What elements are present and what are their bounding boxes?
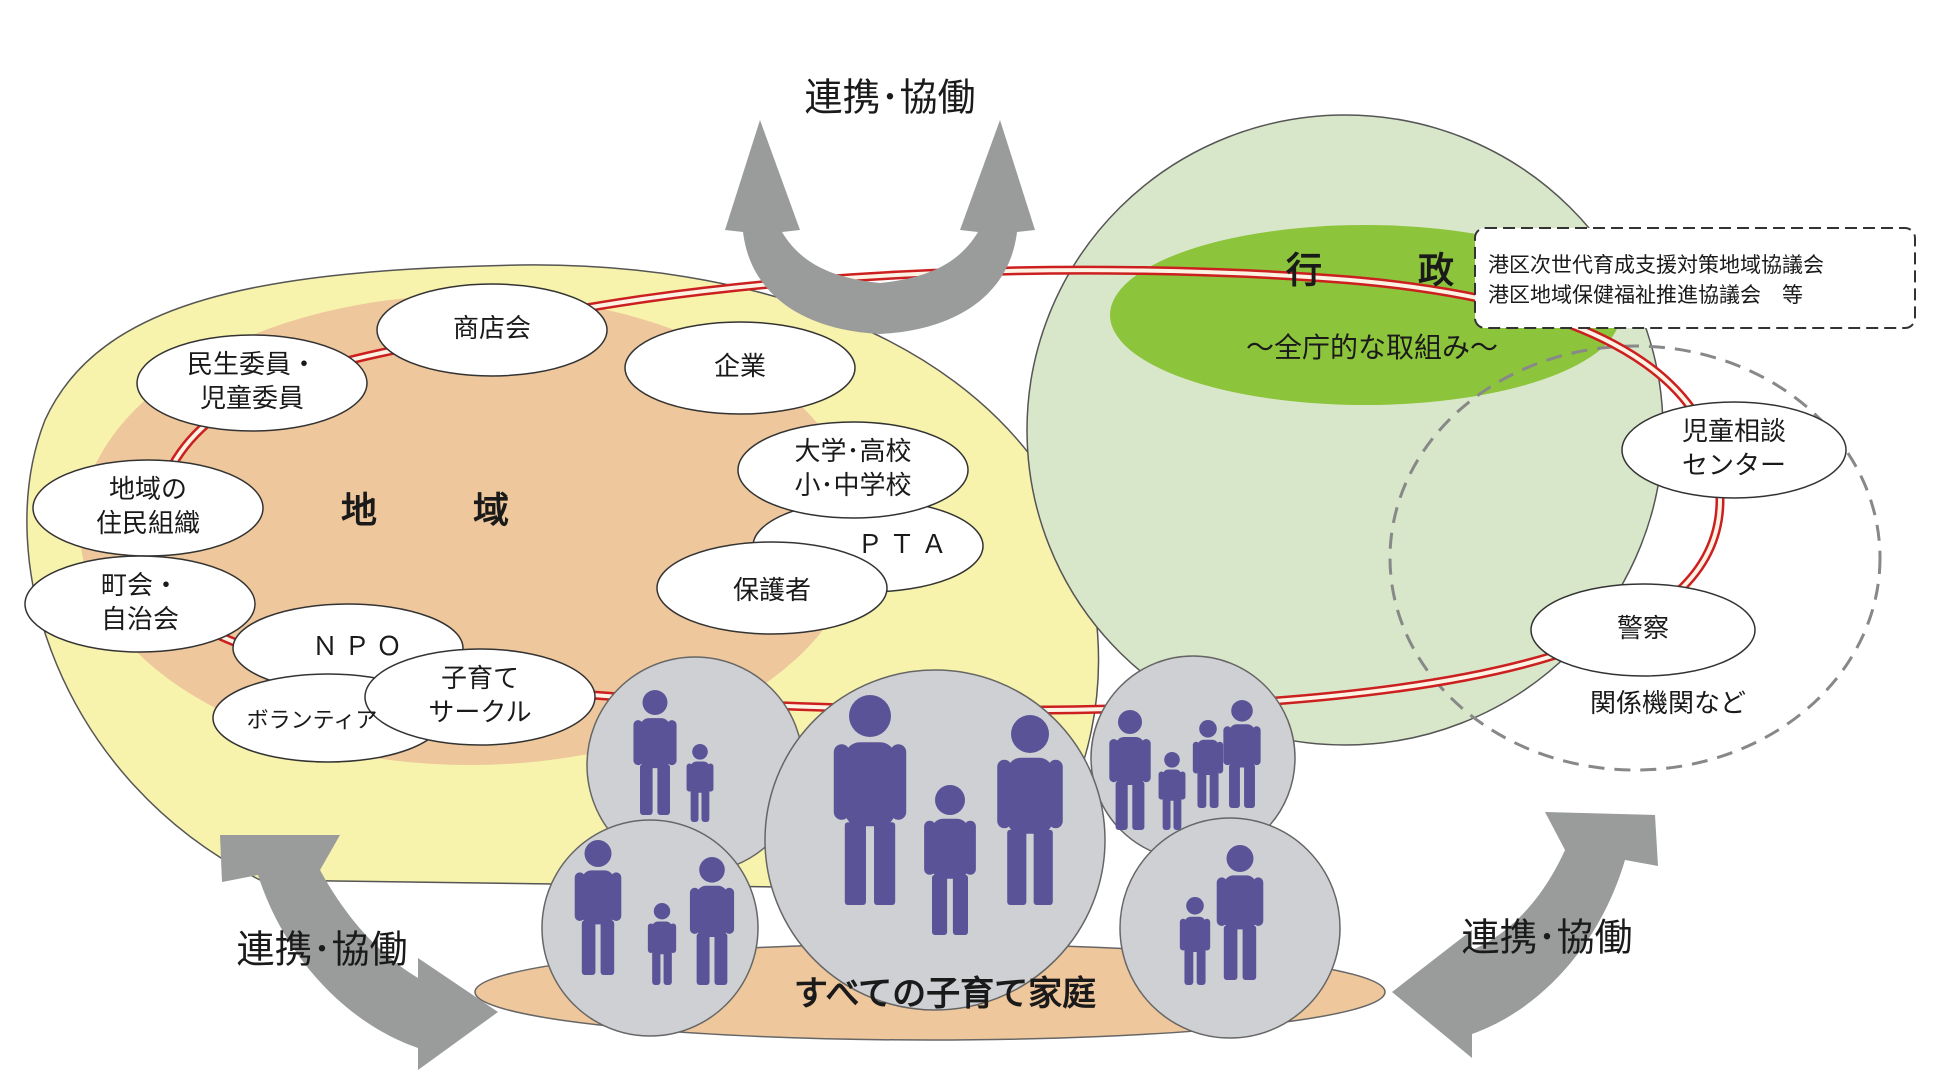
node-kigyou: 企業 bbox=[713, 352, 767, 383]
node-shape-hogosha bbox=[656, 541, 888, 635]
government-subtitle: ～全庁的な取組み～ bbox=[1245, 330, 1499, 364]
node-shape-jidou-soudan bbox=[1621, 401, 1847, 499]
family-figures bbox=[574, 690, 1264, 985]
community-title: 地 域 bbox=[340, 490, 540, 532]
family-person-icon bbox=[1216, 845, 1264, 980]
right-collaboration-arrow bbox=[1392, 812, 1658, 1058]
node-shoutenkai: 商店会 bbox=[452, 314, 532, 345]
node-volunteer: ボランティア bbox=[246, 708, 378, 734]
node-npo: ＮＰＯ bbox=[311, 632, 409, 663]
node-shape-kigyou bbox=[624, 321, 856, 415]
node-jidou-soudan: 児童相談センター bbox=[1681, 417, 1787, 481]
node-shape-minsei bbox=[136, 334, 368, 432]
node-pta: ＰＴＡ bbox=[856, 530, 954, 561]
related-agencies-label: 関係機関など bbox=[1589, 689, 1747, 720]
family-person-icon bbox=[924, 785, 976, 935]
node-hogosha: 保護者 bbox=[732, 576, 812, 607]
family-person-icon bbox=[1158, 752, 1186, 830]
family-person-icon bbox=[689, 857, 735, 985]
node-shape-keisatsu bbox=[1530, 583, 1756, 677]
node-shape-shoutenkai bbox=[376, 283, 608, 377]
government-title: 行 政 bbox=[1285, 250, 1485, 292]
council-line-1: 港区次世代育成支援対策地域協議会 bbox=[1488, 253, 1824, 277]
family-person-icon bbox=[1109, 710, 1151, 830]
council-text: 港区次世代育成支援対策地域協議会 港区地域保健福祉推進協議会 等 bbox=[1488, 250, 1824, 311]
council-box bbox=[1474, 227, 1916, 329]
family-person-icon bbox=[1179, 897, 1211, 985]
node-daigaku: 大学･高校小･中学校 bbox=[794, 437, 912, 501]
families-label: すべての子育て家庭 bbox=[793, 973, 1097, 1014]
related-agencies-boundary bbox=[1388, 344, 1882, 772]
node-shape-chounai bbox=[24, 555, 256, 653]
node-chounai: 町会・自治会 bbox=[100, 571, 180, 635]
family-person-icon bbox=[574, 840, 622, 975]
top-collaboration-arrow bbox=[725, 120, 1035, 334]
node-chiiki-jumin: 地域の住民組織 bbox=[95, 475, 201, 539]
node-shape-daigaku bbox=[737, 421, 969, 519]
council-line-2: 港区地域保健福祉推進協議会 等 bbox=[1488, 283, 1803, 308]
node-kosodate-circle: 子育てサークル bbox=[428, 664, 532, 728]
left-arrow-label: 連携･協働 bbox=[236, 927, 408, 972]
family-person-icon bbox=[633, 690, 677, 815]
family-person-icon bbox=[1192, 720, 1224, 808]
family-person-icon bbox=[1223, 700, 1261, 808]
family-person-icon bbox=[647, 903, 677, 985]
left-collaboration-arrow bbox=[220, 835, 498, 1070]
node-shape-kosodate-circle bbox=[364, 648, 596, 746]
node-minsei: 民生委員・児童委員 bbox=[186, 350, 318, 414]
right-arrow-label: 連携･協働 bbox=[1461, 915, 1633, 960]
top-arrow-label: 連携･協働 bbox=[804, 75, 976, 120]
family-person-icon bbox=[833, 695, 907, 905]
node-keisatsu: 警察 bbox=[1616, 614, 1670, 645]
family-person-icon bbox=[997, 715, 1063, 905]
family-person-icon bbox=[686, 744, 714, 822]
